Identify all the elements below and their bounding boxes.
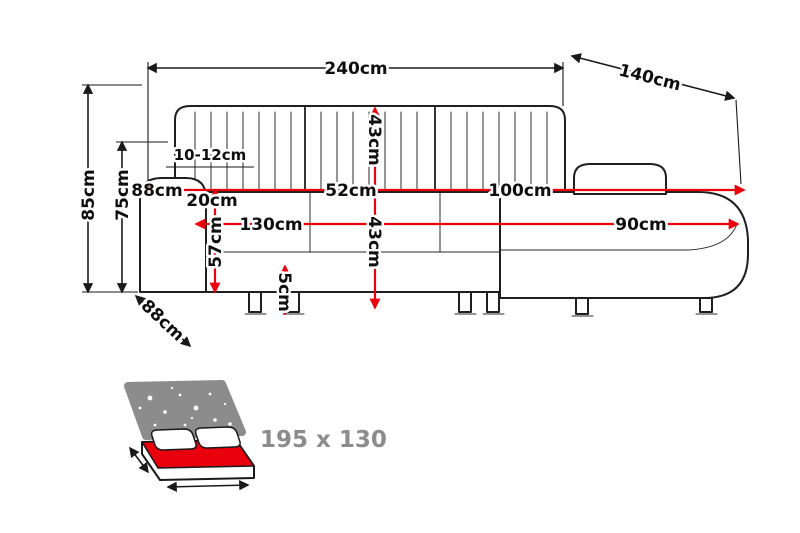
dim-label-chaise-depth: 140cm (617, 61, 683, 96)
dim-label-seat-front-height: 43cm (364, 216, 384, 267)
red-dimension-lines (138, 106, 746, 316)
sleeping-area-label: 195 x 130 (260, 427, 387, 453)
dim-label-seat-height: 57cm (206, 216, 226, 267)
dim-label-total-height: 85cm (79, 169, 99, 220)
floor-ticks (244, 313, 718, 317)
dim-line-side-depth (134, 294, 192, 348)
dim-label-armrest-above-seat: 20cm (186, 191, 237, 211)
sofa-chaise (499, 191, 749, 299)
dim-label-leg-height: 5cm (274, 272, 294, 312)
bed-headboard (124, 380, 246, 440)
backrest-cushion-dividers (304, 107, 436, 191)
dim-line-chaise-depth (570, 53, 736, 101)
dim-label-seat-width: 130cm (239, 215, 302, 235)
dim-label-chaise-width: 90cm (615, 215, 666, 235)
dim-label-backrest-height: 75cm (113, 169, 133, 220)
bed-pillow-left (150, 428, 197, 451)
dim-label-side-depth: 88cm (137, 296, 188, 346)
bed-pillow-right (194, 426, 241, 449)
sofa-drawing (139, 105, 749, 317)
dim-label-armrest-depth: 88cm (131, 181, 182, 201)
sofa-legs (248, 291, 713, 315)
backrest-channel-lines (194, 111, 548, 191)
dimension-labels: 240cm 140cm 85cm 75cm 10-12cm 88cm 20cm … (77, 57, 686, 349)
dim-label-seat-depth: 52cm (325, 181, 376, 201)
dim-label-armrest-height: 10-12cm (174, 146, 247, 164)
bed-length-arrow (166, 480, 250, 492)
black-dimension-lines (82, 53, 742, 348)
bed-icon: 195 x 130 (124, 380, 389, 492)
extension-lines (82, 62, 742, 293)
dim-label-chaise-length: 100cm (488, 181, 551, 201)
dim-label-total-width: 240cm (324, 59, 387, 79)
bed-width-arrow (129, 446, 149, 474)
dim-label-back-cushion-height: 43cm (364, 114, 384, 165)
